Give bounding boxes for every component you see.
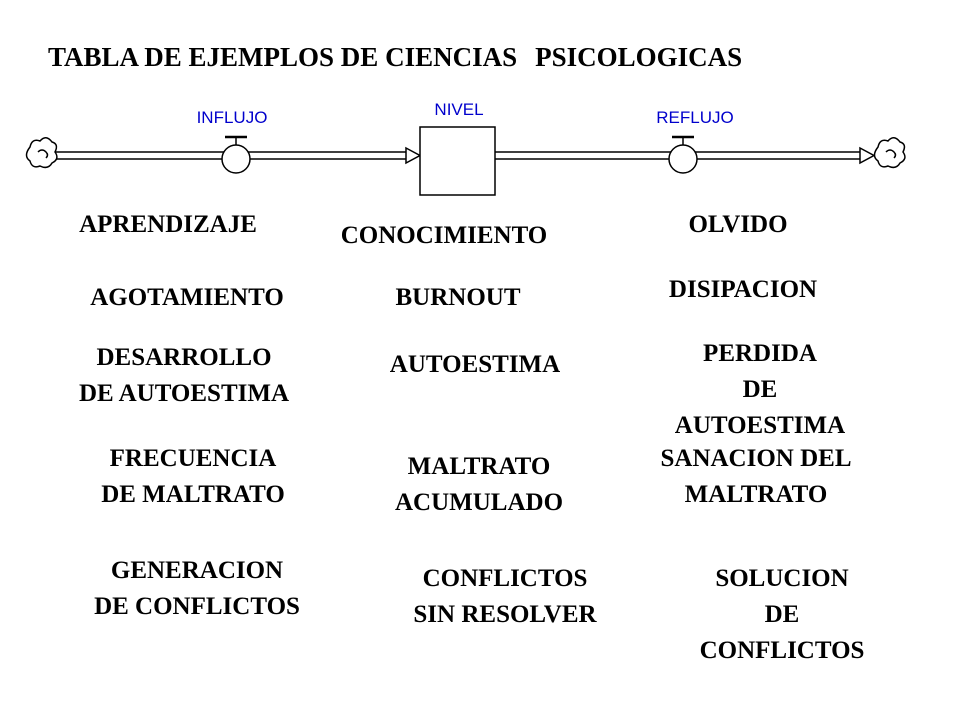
row-1-inflow: APRENDIZAJE [79, 211, 257, 238]
row-5-inflow: GENERACION DE CONFLICTOS [94, 557, 300, 620]
row-4-outflow: SANACION DEL MALTRATO [660, 445, 852, 508]
title-part-2: PSICOLOGICAS [535, 42, 743, 72]
row-5-stock: CONFLICTOS SIN RESOLVER [413, 565, 597, 628]
row-2-inflow: AGOTAMIENTO [90, 284, 284, 311]
cloud-source-icon [25, 137, 58, 169]
row-2-outflow: DISIPACION [668, 276, 818, 303]
stock-label: NIVEL [434, 100, 483, 119]
row-3-stock: AUTOESTIMA [389, 351, 561, 378]
title-part-1: TABLA DE EJEMPLOS DE CIENCIAS [48, 42, 518, 72]
inflow-arrowhead [405, 146, 422, 165]
row-5-outflow: SOLUCION DE CONFLICTOS [699, 565, 865, 664]
outflow-label: REFLUJO [656, 108, 733, 127]
row-1-stock: CONOCIMIENTO [340, 222, 548, 249]
inflow-valve-icon [221, 135, 251, 174]
row-3-outflow: PERDIDA DE AUTOESTIMA [674, 340, 846, 439]
outflow-arrowhead [859, 146, 876, 165]
row-4-stock: MALTRATO ACUMULADO [394, 453, 564, 516]
row-4-inflow: FRECUENCIA DE MALTRATO [101, 445, 285, 508]
row-3-inflow: DESARROLLO DE AUTOESTIMA [78, 344, 290, 407]
inflow-label: INFLUJO [197, 108, 268, 127]
stock-box [419, 126, 496, 196]
outflow-valve-icon [668, 135, 698, 174]
page-title: TABLA DE EJEMPLOS DE CIENCIAS PSICOLOGICA… [48, 42, 742, 73]
row-2-stock: BURNOUT [395, 284, 521, 311]
cloud-sink-icon [873, 137, 906, 169]
row-1-outflow: OLVIDO [688, 211, 788, 238]
